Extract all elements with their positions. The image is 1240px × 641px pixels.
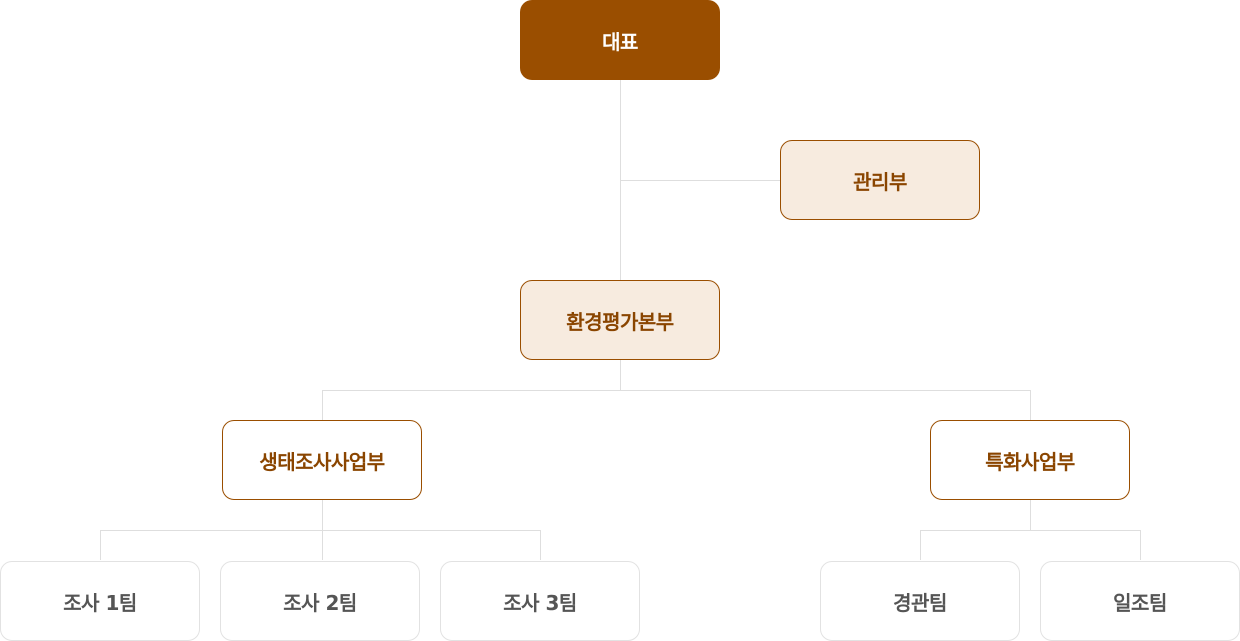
connector-to-team-3 <box>540 530 541 560</box>
connector-special-dept-down <box>1030 500 1031 530</box>
sunlight-team-box: 일조팀 <box>1040 561 1240 641</box>
connector-to-admin <box>620 180 780 181</box>
connector-special-branch <box>920 530 1141 531</box>
connector-to-team-1 <box>100 530 101 560</box>
admin-box: 관리부 <box>780 140 980 220</box>
connector-to-sunlight-team <box>1140 530 1141 560</box>
connector-eco-branch <box>100 530 541 531</box>
eco-dept-box: 생태조사사업부 <box>222 420 422 500</box>
connector-to-special-dept <box>1030 390 1031 420</box>
special-dept-box: 특화사업부 <box>930 420 1130 500</box>
connector-to-eco-dept <box>322 390 323 420</box>
connector-eco-dept-down <box>322 500 323 530</box>
landscape-team-box: 경관팀 <box>820 561 1020 641</box>
connector-division-down <box>620 360 621 390</box>
connector-to-team-2 <box>322 530 323 560</box>
team-3-box: 조사 3팀 <box>440 561 640 641</box>
team-1-box: 조사 1팀 <box>0 561 200 641</box>
ceo-box: 대표 <box>520 0 720 80</box>
connector-division-branch <box>322 390 1031 391</box>
env-division-box: 환경평가본부 <box>520 280 720 360</box>
connector-to-landscape-team <box>920 530 921 560</box>
team-2-box: 조사 2팀 <box>220 561 420 641</box>
